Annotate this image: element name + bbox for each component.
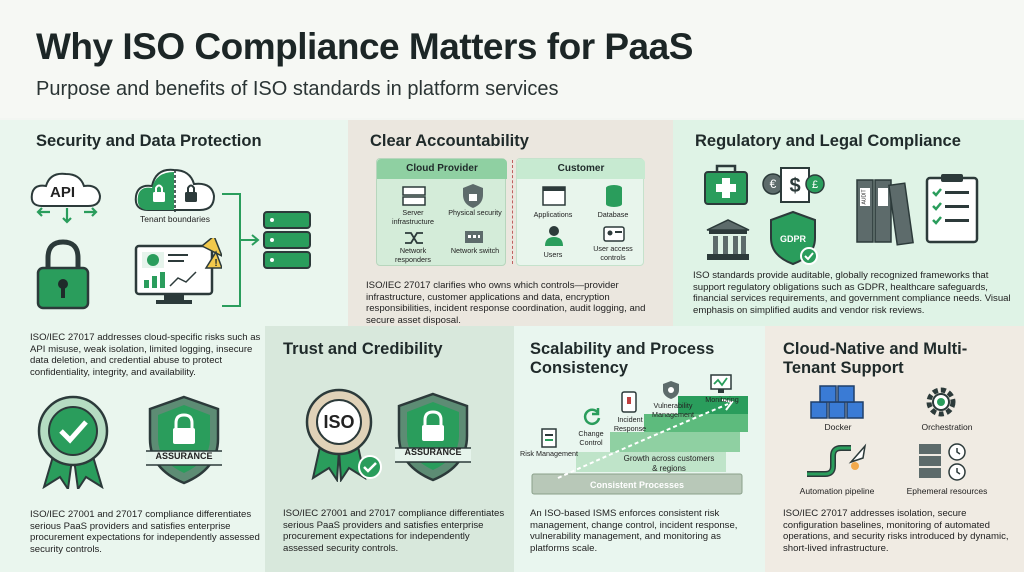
assurance-shield-icon	[146, 395, 222, 485]
provider-item-label: Network responders	[395, 246, 431, 264]
user-icon	[545, 226, 563, 246]
government-building-icon	[706, 219, 750, 260]
database-icon	[606, 185, 622, 207]
scalability-text: An ISO-based ISMS enforces consistent ri…	[530, 508, 738, 554]
page-subtitle: Purpose and benefits of ISO standards in…	[36, 78, 559, 100]
cloud-native-text: ISO/IEC 27017 addresses isolation, secur…	[783, 508, 1009, 554]
accountability-title: Clear Accountability	[370, 132, 529, 150]
refresh-icon	[583, 408, 601, 425]
cloud-item-label: Orchestration	[921, 422, 973, 432]
trust-panel: Trust and Credibility ISO ASSURANCE ISO/…	[265, 326, 514, 572]
mobile-alert-icon	[621, 391, 637, 413]
docker-containers-icon	[810, 385, 864, 419]
consistent-processes-label: Consistent Processes	[589, 480, 685, 490]
cloud-native-panel: Cloud-Native and Multi-Tenant Support Do…	[765, 326, 1024, 572]
provider-item-label: Network switch	[450, 246, 500, 255]
responsibility-divider	[512, 160, 513, 264]
audit-label: AUDIT	[861, 189, 868, 205]
cloud-item-label: Automation pipeline	[799, 486, 875, 496]
audit-binders-icon	[856, 179, 914, 246]
customer-item-label: Applications	[533, 210, 573, 219]
svg-text:£: £	[812, 179, 818, 191]
page-title: Why ISO Compliance Matters for PaaS	[36, 26, 693, 67]
currency-icon: € $ £	[762, 167, 825, 203]
customer-header: Customer	[517, 159, 645, 179]
customer-box: Customer Applications Database Users Use…	[516, 158, 645, 266]
gdpr-shield-icon	[770, 210, 818, 266]
shield-lock-icon	[463, 184, 483, 208]
scalability-panel: Scalability and Process Consistency Risk…	[514, 326, 765, 572]
regulatory-text: ISO standards provide auditable, globall…	[693, 270, 1011, 316]
svg-text:€: €	[770, 177, 777, 191]
security-text: ISO/IEC 27017 addresses cloud-specific r…	[30, 332, 261, 378]
process-step-label: Incident Response	[613, 415, 647, 433]
assurance-badge-label: ASSURANCE	[155, 451, 213, 461]
security-title: Security and Data Protection	[36, 132, 262, 150]
access-card-icon	[603, 226, 625, 242]
cloud-item-label: Ephemeral resources	[906, 486, 988, 496]
trust-assurance-label: ASSURANCE	[404, 447, 462, 457]
assurance-shield-icon	[395, 392, 471, 482]
server-icon	[402, 186, 426, 206]
header: Why ISO Compliance Matters for PaaS Purp…	[0, 0, 1024, 118]
customer-item-label: Users	[543, 250, 563, 259]
gear-icon	[926, 387, 956, 417]
process-step-label: Vulnerability Management	[652, 401, 694, 419]
checkmark-seal-icon	[37, 395, 109, 489]
accountability-text: ISO/IEC 27017 clarifies who owns which c…	[366, 280, 646, 326]
provider-item-label: Server infrastructure	[392, 208, 434, 226]
gdpr-label: GDPR	[779, 234, 806, 244]
ephemeral-resources-icon	[919, 443, 966, 481]
cloud-item-label: Docker	[824, 422, 852, 432]
api-cloud-icon	[30, 172, 102, 224]
vulnerability-shield-icon	[663, 381, 679, 399]
medical-kit-icon	[704, 164, 748, 205]
customer-item-label: Database	[597, 210, 629, 219]
server-stack-icon	[263, 211, 311, 269]
regulatory-panel: Regulatory and Legal Compliance € $ £ GD…	[673, 120, 1024, 326]
customer-item-label: User access controls	[593, 244, 633, 262]
check-circle-icon	[358, 455, 382, 479]
scalability-title: Scalability and Process Consistency	[530, 340, 715, 377]
applications-icon	[542, 186, 566, 206]
security-lower-text: ISO/IEC 27001 and 27017 compliance diffe…	[30, 509, 260, 555]
growth-label: Growth across customers & regions	[623, 454, 715, 473]
monitor-dashboard-icon: !	[134, 238, 222, 304]
cloud-native-title: Cloud-Native and Multi-Tenant Support	[783, 340, 968, 377]
cloud-provider-header: Cloud Provider	[377, 159, 507, 179]
connector-lines	[222, 193, 260, 307]
checklist-clipboard-icon	[925, 174, 979, 244]
tenant-label: Tenant boundaries	[140, 214, 210, 224]
tenant-cloud-icon	[134, 168, 216, 212]
monitoring-icon	[710, 374, 732, 393]
trust-text: ISO/IEC 27001 and 27017 compliance diffe…	[283, 508, 505, 554]
regulatory-title: Regulatory and Legal Compliance	[695, 132, 961, 150]
process-staircase	[531, 396, 748, 495]
iso-label: ISO	[323, 412, 355, 432]
svg-text:$: $	[789, 175, 800, 197]
network-switch-icon	[465, 231, 483, 243]
shuffle-icon	[405, 232, 423, 244]
cloud-provider-box: Cloud Provider Server infrastructure Phy…	[376, 158, 507, 266]
trust-title: Trust and Credibility	[283, 340, 443, 358]
accountability-panel: Clear Accountability Cloud Provider Serv…	[348, 120, 673, 326]
api-label: API	[50, 184, 76, 201]
automation-pipeline-icon	[807, 443, 867, 477]
security-assurance-panel: ASSURANCE ISO/IEC 27001 and 27017 compli…	[0, 385, 265, 572]
risk-clipboard-icon	[541, 428, 557, 448]
process-step-label: Risk Management	[520, 449, 578, 458]
padlock-icon	[36, 239, 90, 310]
iso-seal-icon	[305, 388, 373, 482]
provider-item-label: Physical security	[448, 208, 502, 217]
process-step-label: Change Control	[578, 429, 604, 447]
process-step-label: Monitoring	[705, 395, 739, 404]
svg-text:!: !	[214, 258, 217, 269]
